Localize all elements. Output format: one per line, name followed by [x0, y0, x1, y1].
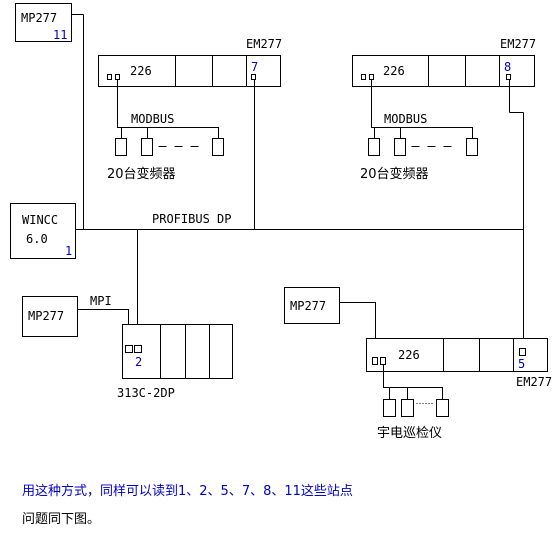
modbus-left-label: MODBUS	[131, 112, 174, 126]
plc-bottom-cpu-label: 226	[398, 348, 420, 362]
vfd-left-1	[115, 138, 127, 156]
plc-313c-port-mpi	[125, 345, 133, 353]
mp277-right-box	[284, 287, 340, 324]
plc-bottom-port-1	[372, 357, 378, 365]
vfd-left-label: 20台变频器	[107, 166, 176, 182]
station-5-label: 5	[518, 357, 525, 371]
station-11-label: 11	[53, 28, 67, 42]
vfd-left-2	[141, 138, 153, 156]
caption-question: 问题同下图。	[22, 512, 101, 527]
plc-left-cpu-label: 226	[130, 64, 152, 78]
plc-left-rack	[98, 55, 281, 87]
mp277-left-label: MP277	[28, 309, 64, 323]
plc-right-rack	[352, 55, 535, 87]
plc-313c-label: 313C-2DP	[117, 386, 175, 400]
mp277-left-box	[22, 296, 78, 337]
modbus-right-label: MODBUS	[384, 112, 427, 126]
wincc-box	[10, 203, 76, 259]
instrument-2	[401, 399, 414, 417]
caption-readable-stations: 用这种方式，同样可以读到1、2、5、7、8、11这些站点	[22, 484, 353, 499]
station-7-label: 7	[251, 60, 258, 74]
mpi-link	[77, 309, 129, 346]
vfd-right-3	[466, 138, 478, 156]
instrument-label: 宇电巡检仪	[377, 426, 442, 441]
modbus-right-line	[371, 79, 473, 139]
plc-313c-port-dp	[134, 345, 142, 353]
plc-313c-rack	[122, 324, 233, 379]
em277-right-label: EM277	[500, 37, 536, 51]
plc-right-port-1	[361, 74, 366, 80]
station-8-label: 8	[504, 60, 511, 74]
vfd-right-label: 20台变频器	[360, 166, 429, 182]
plc-right-cpu-label: 226	[383, 64, 405, 78]
mp277-top-box	[15, 3, 72, 42]
mp277-top-label: MP277	[21, 11, 57, 25]
instrument-1	[383, 399, 396, 417]
mp277-right-label: MP277	[290, 299, 326, 313]
em277-bottom-label: EM277	[516, 375, 552, 389]
modbus-left-line	[117, 79, 219, 139]
em277-bottom-port	[519, 348, 526, 356]
plc-bottom-rack	[366, 338, 548, 372]
vfd-right-1	[368, 138, 380, 156]
station-1-label: 1	[65, 244, 72, 258]
instrument-3	[436, 399, 449, 417]
instrument-bus-line	[383, 364, 443, 400]
mpi-label: MPI	[90, 294, 112, 308]
wincc-label-line1: WINCC	[22, 213, 58, 227]
vfd-right-2	[394, 138, 406, 156]
wincc-label-line2: 6.0	[26, 232, 48, 246]
plc-left-port-1	[107, 74, 112, 80]
em277-left-port	[251, 74, 256, 80]
station-2-label: 2	[135, 355, 142, 369]
em277-left-label: EM277	[246, 37, 282, 51]
vfd-left-3	[212, 138, 224, 156]
profibus-dp-label: PROFIBUS DP	[152, 212, 231, 226]
em277-right-port	[506, 74, 511, 80]
